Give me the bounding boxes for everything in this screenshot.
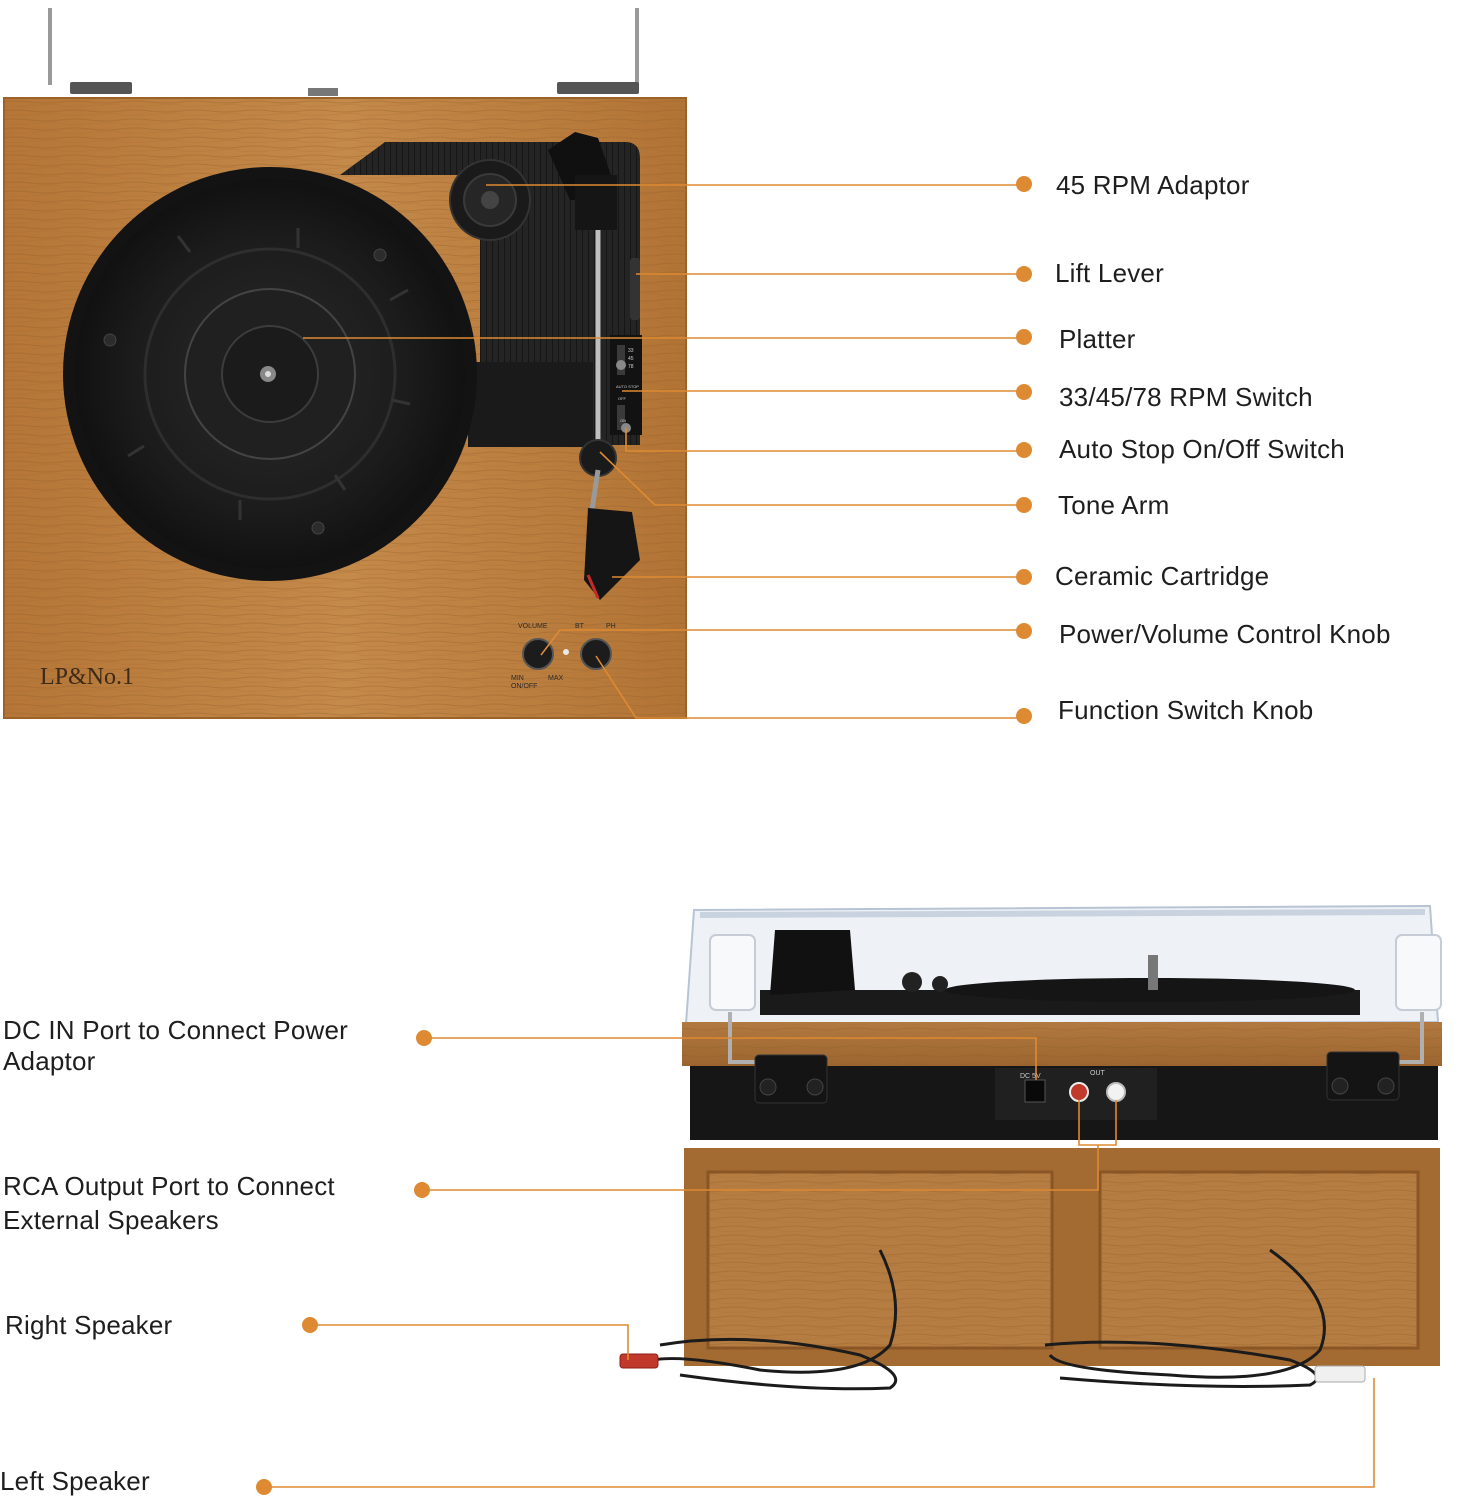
carry-handle	[48, 8, 639, 96]
brand-logo: LP&No.1	[40, 664, 134, 690]
control-knobs: VOLUME BT PH MIN MAX ON/OFF	[511, 623, 616, 690]
speaker-cabinets	[684, 1148, 1440, 1366]
leader-dot-rpm-switch	[1016, 384, 1032, 400]
callout-label-auto-stop-switch: Auto Stop On/Off Switch	[1059, 434, 1345, 464]
callout-label-tone-arm: Tone Arm	[1058, 490, 1170, 520]
callout-label-ceramic-cartridge: Ceramic Cartridge	[1055, 561, 1270, 591]
function-knob-part	[580, 638, 612, 670]
leader-line-auto-stop-switch	[625, 428, 1024, 452]
bt-text: BT	[575, 623, 585, 630]
dc-in-port-part	[1024, 1079, 1046, 1103]
speed-label-45: 45	[628, 356, 634, 362]
platter-part	[63, 167, 477, 581]
callout-label-power-volume-knob: Power/Volume Control Knob	[1059, 619, 1391, 649]
leader-dot-platter	[1016, 329, 1032, 345]
leader-line-dc-in-port	[424, 1037, 1037, 1080]
volume-knob-part	[522, 638, 554, 670]
turntable-rear-view: DC 5V OUT	[619, 904, 1442, 1391]
leader-line-rca-output-port	[422, 1145, 1099, 1191]
lift-lever-part	[630, 258, 640, 320]
callout-label-rpm-switch: 33/45/78 RPM Switch	[1059, 382, 1313, 412]
leader-branch-rca-output-port	[1078, 1100, 1117, 1146]
out-text: OUT	[1090, 1070, 1106, 1077]
leader-line-power-volume-knob	[540, 629, 1024, 656]
45-rpm-adaptor-part	[449, 159, 531, 241]
callout-label-right-speaker: Right Speaker	[5, 1310, 173, 1340]
speaker-cables	[619, 1248, 1366, 1391]
on-label: ON	[620, 418, 626, 423]
volume-text: VOLUME	[518, 623, 548, 630]
speed-label-78: 78	[628, 364, 634, 370]
rca-red-port	[1069, 1082, 1089, 1102]
tone-arm-part	[548, 132, 640, 600]
leader-line-tone-arm	[599, 451, 1024, 506]
leader-dot-ceramic-cartridge	[1016, 569, 1032, 585]
callout-label-left-speaker: Left Speaker	[0, 1466, 150, 1496]
leader-dot-dc-in-port	[416, 1030, 432, 1046]
leader-dot-auto-stop-switch	[1016, 442, 1032, 458]
speed-switch-panel: 33 45 78 AUTO STOP OFF ON	[610, 335, 642, 435]
ceramic-cartridge-part	[584, 508, 640, 600]
callout-label-function-switch-knob: Function Switch Knob	[1058, 695, 1314, 725]
dc-text: DC 5V	[1020, 1073, 1041, 1080]
auto-stop-label: AUTO STOP	[616, 384, 639, 389]
leader-dot-45-rpm-adaptor	[1016, 176, 1032, 192]
max-text: MAX	[548, 675, 564, 682]
deck-plate	[340, 142, 640, 447]
leader-dot-left-speaker	[256, 1479, 272, 1495]
leader-line-right-speaker	[310, 1324, 629, 1360]
rear-ports: DC 5V OUT	[1020, 1070, 1126, 1103]
leader-line-function-switch-knob	[595, 655, 1024, 719]
rca-white-port	[1106, 1082, 1126, 1102]
off-label: OFF	[618, 396, 627, 401]
on-off-text: ON/OFF	[511, 683, 537, 690]
ph-text: PH	[606, 623, 616, 630]
min-text: MIN	[511, 675, 524, 682]
leader-dot-rca-output-port	[414, 1182, 430, 1198]
callout-label-rca-output-port: RCA Output Port to Connect External Spea…	[3, 1171, 335, 1235]
leader-dot-power-volume-knob	[1016, 623, 1032, 639]
turntable-top-view: 33 45 78 AUTO STOP OFF ON VOLUME BT PH M…	[3, 8, 687, 719]
callout-label-lift-lever: Lift Lever	[1055, 258, 1164, 288]
callout-label-platter: Platter	[1059, 324, 1136, 354]
callout-label-dc-in-port: DC IN Port to Connect Power Adaptor	[3, 1015, 348, 1076]
speed-label-33: 33	[628, 348, 634, 354]
leader-dot-lift-lever	[1016, 266, 1032, 282]
leader-dot-function-switch-knob	[1016, 708, 1032, 724]
callout-label-45-rpm-adaptor: 45 RPM Adaptor	[1056, 170, 1250, 200]
leader-dot-tone-arm	[1016, 497, 1032, 513]
leader-line-left-speaker	[264, 1378, 1375, 1488]
callout-leaders	[256, 176, 1375, 1495]
leader-dot-right-speaker	[302, 1317, 318, 1333]
hinges	[728, 1012, 1424, 1104]
